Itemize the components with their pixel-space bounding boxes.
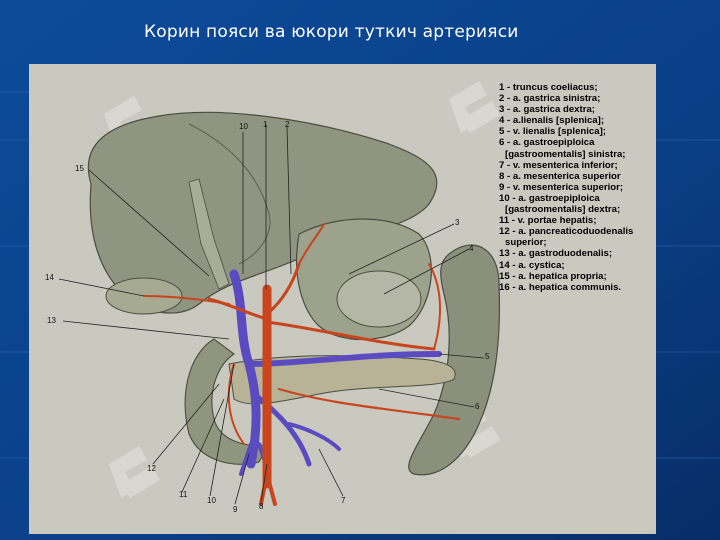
artery-network: [143, 223, 461, 506]
callout-3: 3: [455, 218, 460, 227]
legend-item-continuation: [gastroomentalis] dextra;: [505, 204, 621, 216]
callout-15: 15: [75, 164, 84, 173]
legend-item: 7 - v. mesenterica inferior;: [499, 159, 618, 171]
legend-item: 13 - a. gastroduodenalis;: [499, 248, 613, 260]
legend-item: 12 - a. pancreaticoduodenalis: [499, 226, 634, 238]
callout-4: 4: [469, 244, 474, 253]
callout-8: 8: [259, 502, 264, 511]
callout-1: 1: [263, 120, 268, 129]
callout-lines: [58, 124, 485, 505]
callout-6: 6: [475, 402, 480, 411]
legend-item: 10 - a. gastroepiploica: [499, 192, 600, 204]
legend-item: 11 - v. portae hepatis;: [499, 215, 597, 227]
anatomy-figure-panel: 10 1 2 15 3 4 14 13 5 6 12 11 10 9 8 7 1…: [29, 64, 656, 534]
callout-13: 13: [47, 316, 56, 325]
celiac-trunk-illustration: [58, 81, 501, 506]
legend-item: 1 - truncus coeliacus;: [499, 82, 598, 93]
falciform-ligament: [188, 178, 230, 290]
legend-item: 4 - a.lienalis [splenica];: [499, 115, 605, 127]
callout-5: 5: [485, 352, 490, 361]
legend-item: 6 - a. gastroepiploica: [499, 137, 595, 149]
legend-item: 14 - a. cystica;: [499, 259, 565, 271]
slide-title: Корин пояси ва юкори туткич артерияси: [144, 22, 519, 42]
legend-item-continuation: superior;: [505, 237, 547, 249]
callout-9: 9: [233, 505, 238, 514]
callout-2: 2: [285, 120, 290, 129]
anatomy-legend: 1 - truncus coeliacus; 2 - a. gastrica s…: [499, 82, 654, 293]
duodenum-shape: [184, 338, 271, 465]
callout-10-top: 10: [239, 122, 248, 131]
legend-item: 16 - a. hepatica communis.: [499, 281, 622, 293]
callout-11: 11: [179, 490, 188, 499]
legend-item: 2 - a. gastrica sinistra;: [499, 93, 601, 105]
stomach-cut-surface: [336, 270, 422, 328]
callout-14: 14: [45, 273, 54, 282]
legend-item-continuation: [gastroomentalis] sinistra;: [505, 148, 626, 160]
callout-12: 12: [147, 464, 156, 473]
legend-item: 9 - v. mesenterica superior;: [499, 181, 624, 193]
spleen-shape: [408, 244, 501, 476]
callout-7: 7: [341, 496, 346, 505]
legend-item: 8 - a. mesenterica superior: [499, 170, 621, 182]
legend-item: 15 - a. hepatica propria;: [499, 270, 607, 282]
legend-item: 3 - a. gastrica dextra;: [499, 104, 595, 116]
legend-item: 5 - v. lienalis [splenica];: [499, 126, 606, 138]
callout-10-bottom: 10: [207, 496, 216, 505]
